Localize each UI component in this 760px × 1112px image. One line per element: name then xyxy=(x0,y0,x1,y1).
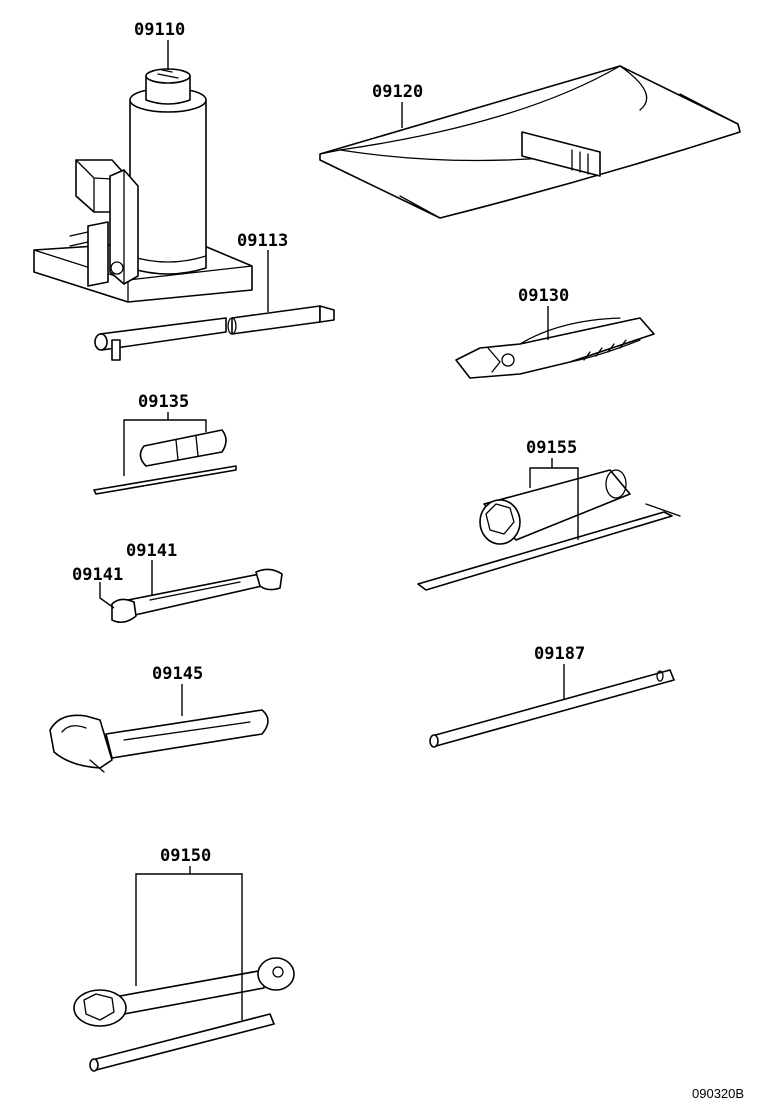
part-label-09155: 09155 xyxy=(526,438,577,458)
screwdriver-illustration xyxy=(93,429,237,495)
leader-09155 xyxy=(529,467,579,540)
part-label-09130: 09130 xyxy=(518,286,569,306)
leader-09141-left xyxy=(99,582,115,609)
part-label-09187: 09187 xyxy=(534,644,585,664)
part-label-09110: 09110 xyxy=(134,20,185,40)
spanner-illustration xyxy=(111,568,283,624)
part-label-09135: 09135 xyxy=(138,392,189,412)
part-label-09141-left: 09141 xyxy=(72,565,123,585)
wheel-nut-wrench-illustration xyxy=(417,469,681,591)
adjustable-wrench-illustration xyxy=(49,709,269,773)
part-label-09113: 09113 xyxy=(237,231,288,251)
part-label-09145: 09145 xyxy=(152,664,203,684)
tool-bag-illustration xyxy=(319,65,741,219)
figure-reference: 090320B xyxy=(692,1086,744,1101)
part-label-09141-top: 09141 xyxy=(126,541,177,561)
pliers-illustration xyxy=(455,317,655,379)
leader-09150 xyxy=(135,873,243,1020)
jack-handle-illustration xyxy=(94,305,335,361)
leader-09135 xyxy=(123,419,207,476)
part-label-09120: 09120 xyxy=(372,82,423,102)
jack-illustration xyxy=(33,68,253,303)
part-label-09150: 09150 xyxy=(160,846,211,866)
extension-bar-illustration xyxy=(429,669,675,748)
socket-wrench-illustration xyxy=(73,957,295,1072)
